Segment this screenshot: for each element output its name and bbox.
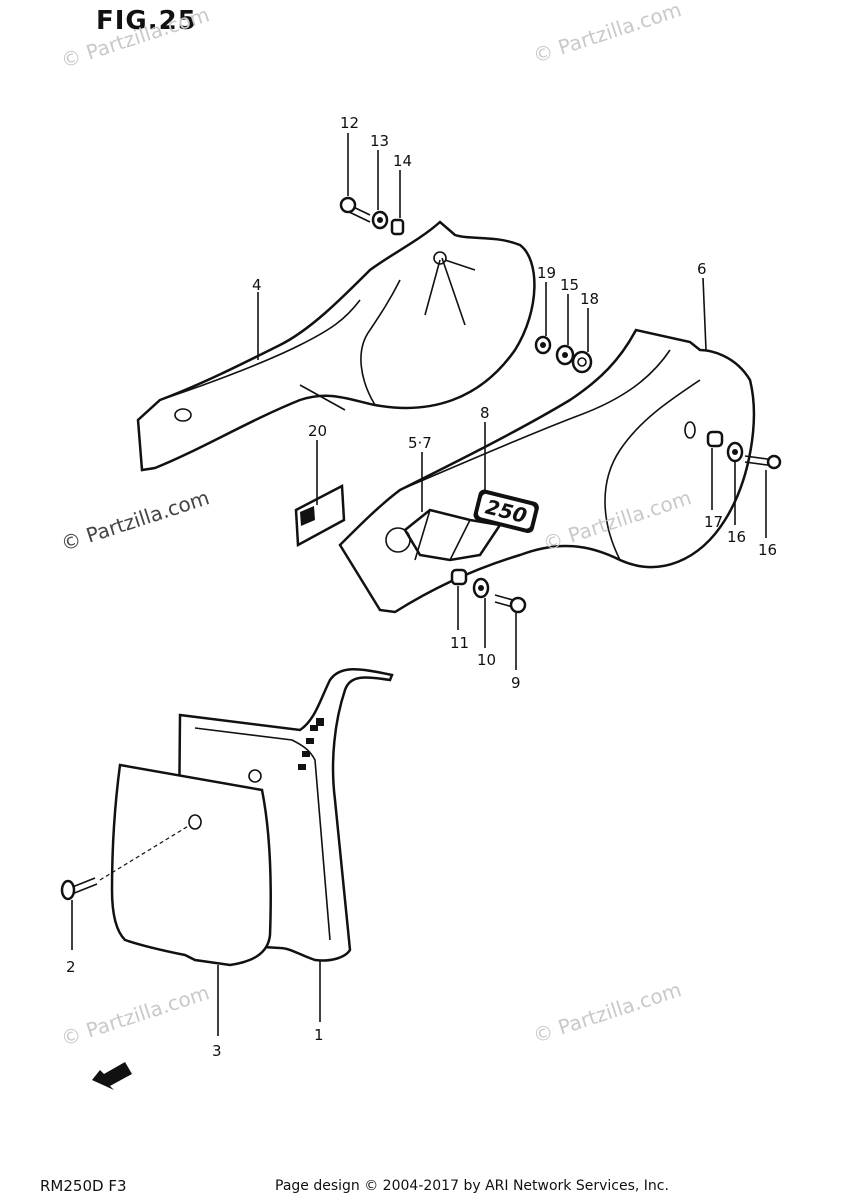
screw-9: [494, 594, 527, 614]
label-sticker: [294, 483, 346, 548]
collar-14: [390, 218, 405, 236]
left-side-cover: [136, 220, 536, 472]
callout-11: 11: [450, 634, 469, 652]
callout-15: 16: [758, 541, 777, 559]
figure-title: FIG.25: [96, 6, 197, 36]
callout-6: 6: [697, 260, 707, 278]
callout-14: 14: [393, 152, 412, 170]
callout-labels: 12 13 14 4 19 15 18 6 8 5·7 20 17 16 16 …: [66, 114, 777, 1060]
callout-9: 9: [511, 674, 521, 692]
callout-4: 4: [252, 276, 262, 294]
washer-16-top: [555, 344, 575, 366]
copyright-notice: Page design © 2004-2017 by ARI Network S…: [275, 1178, 669, 1194]
bolt-15: [744, 454, 782, 470]
number-plate: [110, 763, 272, 967]
washer-16-bottom: [726, 441, 744, 463]
callout-18: 18: [580, 290, 599, 308]
callout-3: 3: [212, 1042, 222, 1060]
callout-17: 17: [704, 513, 723, 531]
callout-1: 1: [314, 1026, 324, 1044]
washer-10: [472, 577, 490, 599]
callout-19: 19: [537, 264, 556, 282]
callout-2: 2: [66, 958, 76, 976]
collar-11: [450, 568, 468, 586]
washer-13: [371, 210, 389, 230]
bracket-slots: [298, 718, 324, 770]
callout-8: 8: [480, 404, 490, 422]
grommet-18: [571, 350, 593, 374]
callout-5-7: 5·7: [408, 434, 432, 452]
callout-16-top: 15: [560, 276, 579, 294]
front-direction-arrow: [92, 1062, 132, 1090]
model-code: RM250D F3: [40, 1177, 127, 1195]
leader-lines: [71, 133, 767, 1036]
right-side-cover: [338, 328, 756, 614]
250-emblem: 250: [473, 489, 539, 534]
callout-13: 13: [370, 132, 389, 150]
screw-2: [60, 824, 191, 901]
bolt-12: [339, 196, 371, 223]
nut-19: [534, 335, 552, 355]
callout-20: 20: [308, 422, 327, 440]
callout-16-bottom: 16: [727, 528, 746, 546]
callout-12: 12: [340, 114, 359, 132]
collar-17: [706, 430, 724, 448]
callout-10: 10: [477, 651, 496, 669]
